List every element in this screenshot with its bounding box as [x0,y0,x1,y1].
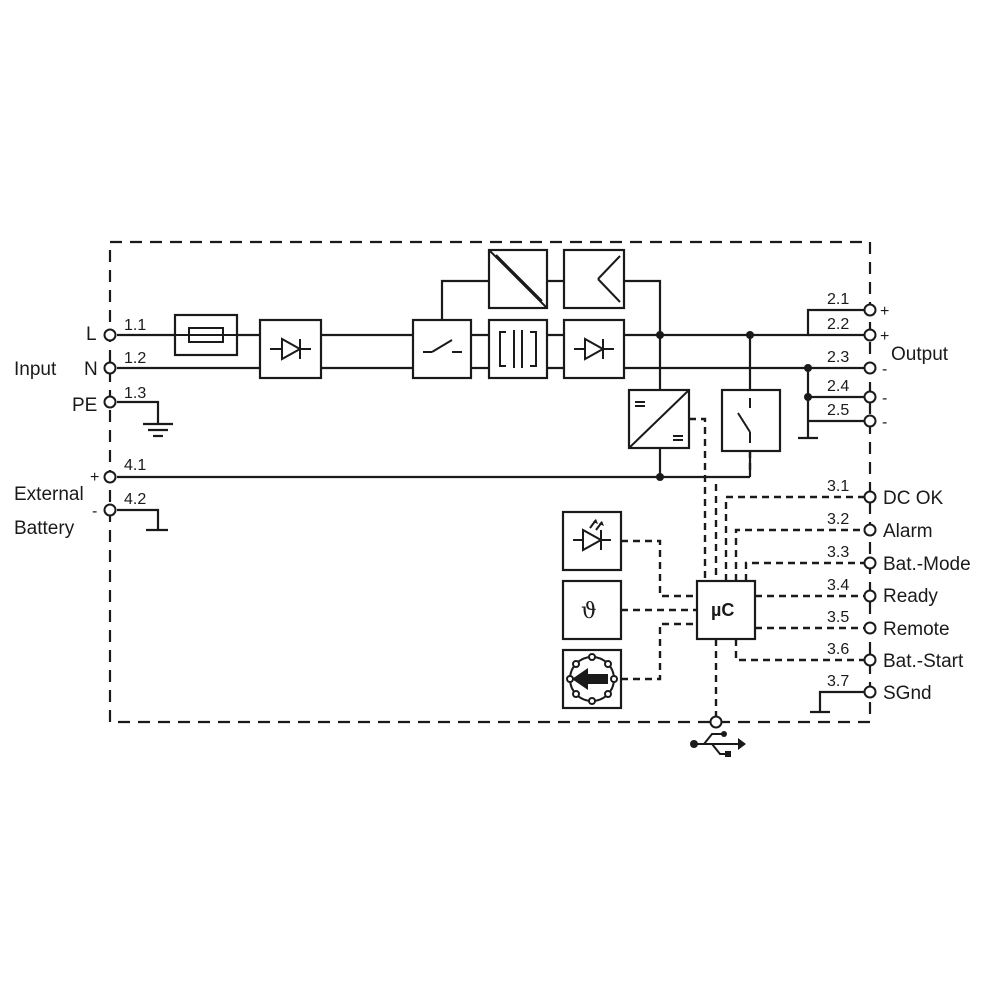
terminal-number-2-5: 2.5 [827,402,849,419]
wire-dc-bus [660,308,870,337]
terminal-sign-2-4: - [882,390,887,407]
terminal-number-2-3: 2.3 [827,349,849,366]
terminal-number-1-3: 1.3 [124,385,146,402]
transformer-block [487,318,549,380]
terminal-sign-2-5: - [882,414,887,431]
terminal-sign-2-1: + [880,303,889,320]
terminal-1-1 [103,328,117,342]
input-label: Input [14,359,57,380]
terminal-sign-4-2: - [92,503,97,520]
terminal-2-4 [863,390,877,404]
feedback-wire [440,279,662,335]
signal-label-alarm: Alarm [883,521,933,542]
signal-label-sgnd: SGnd [883,683,932,704]
battery-switch-block [720,388,782,453]
terminal-sign-2-3: - [882,361,887,378]
wire-PE [117,400,160,424]
output-rectifier-block [562,318,626,380]
terminal-2-1 [863,303,877,317]
signal-label-remote: Remote [883,619,950,640]
usb-terminal [709,715,723,729]
terminal-1-3 [103,395,117,409]
signal-line-3-6 [734,639,870,662]
output-label: Output [891,344,949,365]
control-block [562,248,626,310]
terminal-number-3-5: 3.5 [827,609,849,626]
terminal-3-5 [863,621,877,635]
terminal-1-2 [103,361,117,375]
terminal-sign-4-1: + [90,469,99,486]
terminal-number-2-2: 2.2 [827,316,849,333]
terminal-3-6 [863,653,877,667]
wire-battery-minus [117,508,160,530]
signal-line-3-3 [744,561,870,581]
terminal-number-3-4: 3.4 [827,577,849,594]
terminal-number-3-3: 3.3 [827,544,849,561]
terminal-number-3-6: 3.6 [827,641,849,658]
primary-switch-block [411,318,473,380]
terminal-4-1 [103,470,117,484]
terminal-2-5 [863,414,877,428]
terminal-number-2-4: 2.4 [827,378,849,395]
terminal-3-1 [863,490,877,504]
led-indicator-block [561,510,623,572]
input-rectifier-block [258,318,323,380]
terminal-4-2 [103,503,117,517]
signal-label-bat-mode: Bat.-Mode [883,554,971,575]
temperature-symbol: ϑ [581,599,597,624]
signal-link-charger [689,417,707,581]
terminal-number-2-1: 2.1 [827,291,849,308]
terminal-3-2 [863,523,877,537]
terminal-number-4-2: 4.2 [124,491,146,508]
signal-label-bat-start: Bat.-Start [883,651,964,672]
terminal-2-3 [863,361,877,375]
terminal-name-L: L [86,324,97,345]
microcontroller-block: µC [695,579,757,641]
terminal-sign-2-2: + [880,328,889,345]
rotary-selector-block [561,648,623,710]
microcontroller-label: µC [711,600,734,620]
signal-link-led [621,539,697,598]
battery-charger-block [627,388,691,450]
terminal-number-1-1: 1.1 [124,317,146,334]
terminal-number-3-7: 3.7 [827,673,849,690]
terminal-number-4-1: 4.1 [124,457,146,474]
terminal-number-3-1: 3.1 [827,478,849,495]
external-label: External [14,484,84,505]
battery-label: Battery [14,518,75,539]
temperature-sensor-block: ϑ [561,579,623,641]
signal-line-3-1 [724,495,870,581]
terminal-2-2 [863,328,877,342]
terminal-name-PE: PE [72,395,97,416]
earth-ground-symbol [143,422,173,438]
terminal-3-7 [863,685,877,699]
usb-icon [690,731,746,757]
terminal-number-3-2: 3.2 [827,511,849,528]
wire-sgnd [818,690,870,712]
signal-line-3-2 [734,528,870,581]
terminal-3-3 [863,556,877,570]
signal-link-rotary [621,622,697,681]
converter-block [487,248,549,310]
terminal-3-4 [863,589,877,603]
terminal-name-N: N [84,359,98,380]
terminal-number-1-2: 1.2 [124,350,146,367]
signal-label-ready: Ready [883,586,938,607]
fuse-block [173,313,239,357]
signal-label-dc-ok: DC OK [883,488,944,509]
